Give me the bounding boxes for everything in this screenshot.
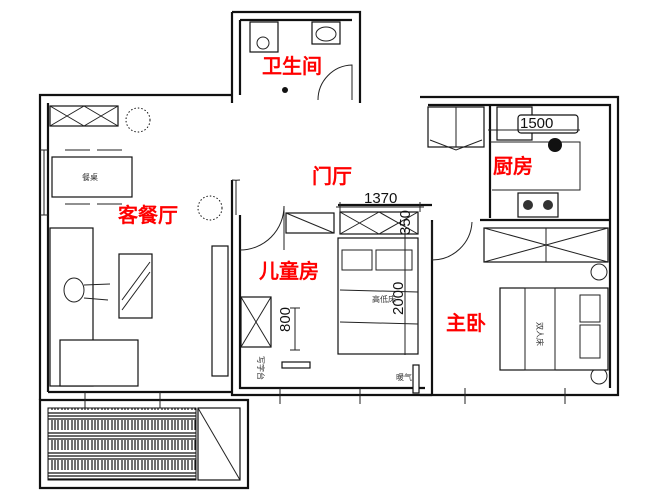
room-label-living-dining: 客餐厅 [117, 203, 178, 227]
sink [517, 114, 579, 134]
kids-room-furniture [240, 206, 420, 394]
tv-cabinet [211, 245, 229, 377]
label-dining-table: 餐桌 [82, 172, 98, 182]
dim-bed-length: 2000 [390, 282, 407, 315]
balcony [47, 407, 241, 481]
label-desk: 写字台 [256, 356, 266, 380]
master-bedroom-furniture [483, 227, 609, 385]
room-label-bathroom: 卫生间 [262, 54, 322, 78]
doors [231, 64, 473, 261]
room-label-master-bedroom: 主卧 [446, 311, 486, 335]
bathroom-fixtures [249, 21, 341, 93]
kitchen-fixtures [427, 106, 581, 218]
coffee-table [118, 253, 153, 319]
dim-kitchen-length: 1500 [520, 115, 553, 132]
dim-desk-length: 800 [277, 307, 294, 332]
label-bunk-bed: 高低床 [372, 294, 396, 304]
dim-wardrobe-depth: 350 [397, 210, 414, 235]
walls [38, 10, 620, 490]
label-radiator: 暖气 [396, 372, 412, 382]
room-label-kitchen: 厨房 [493, 154, 533, 178]
double-bed [499, 287, 609, 371]
dimension-lines [336, 129, 580, 212]
label-double-bed: 双人床 [535, 322, 545, 346]
dim-wardrobe-width: 1370 [364, 190, 397, 207]
dining-table [51, 156, 133, 198]
living-furniture [49, 105, 229, 387]
room-label-foyer: 门厅 [312, 164, 352, 188]
room-label-kids-room: 儿童房 [258, 259, 319, 283]
